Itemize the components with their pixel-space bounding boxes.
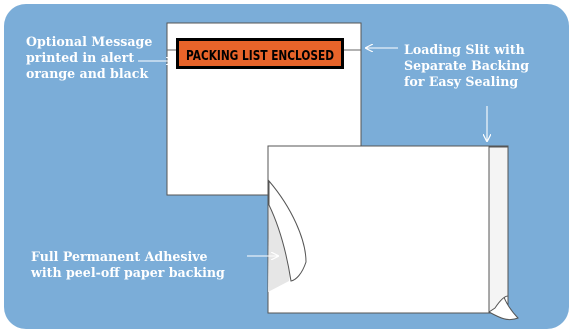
loading-slit-label: Loading Slit with Separate Backing for E… bbox=[404, 42, 529, 90]
loading-slit-line-2: Separate Backing bbox=[404, 58, 529, 74]
loading-slit-line-3: for Easy Sealing bbox=[404, 74, 529, 90]
back-envelope bbox=[268, 146, 518, 320]
packing-list-banner: PACKING LIST ENCLOSED bbox=[176, 38, 344, 69]
adhesive-label: Full Permanent Adhesive with peel-off pa… bbox=[31, 249, 225, 281]
optional-message-label: Optional Message printed in alert orange… bbox=[26, 34, 152, 82]
loading-slit-line-1: Loading Slit with bbox=[404, 42, 529, 58]
optional-message-line-1: Optional Message bbox=[26, 34, 152, 50]
optional-message-line-2: printed in alert bbox=[26, 50, 152, 66]
adhesive-line-2: with peel-off paper backing bbox=[31, 265, 225, 281]
separate-backing-strip bbox=[489, 147, 508, 312]
optional-message-line-3: orange and black bbox=[26, 66, 152, 82]
adhesive-line-1: Full Permanent Adhesive bbox=[31, 249, 225, 265]
banner-text: PACKING LIST ENCLOSED bbox=[186, 48, 334, 64]
